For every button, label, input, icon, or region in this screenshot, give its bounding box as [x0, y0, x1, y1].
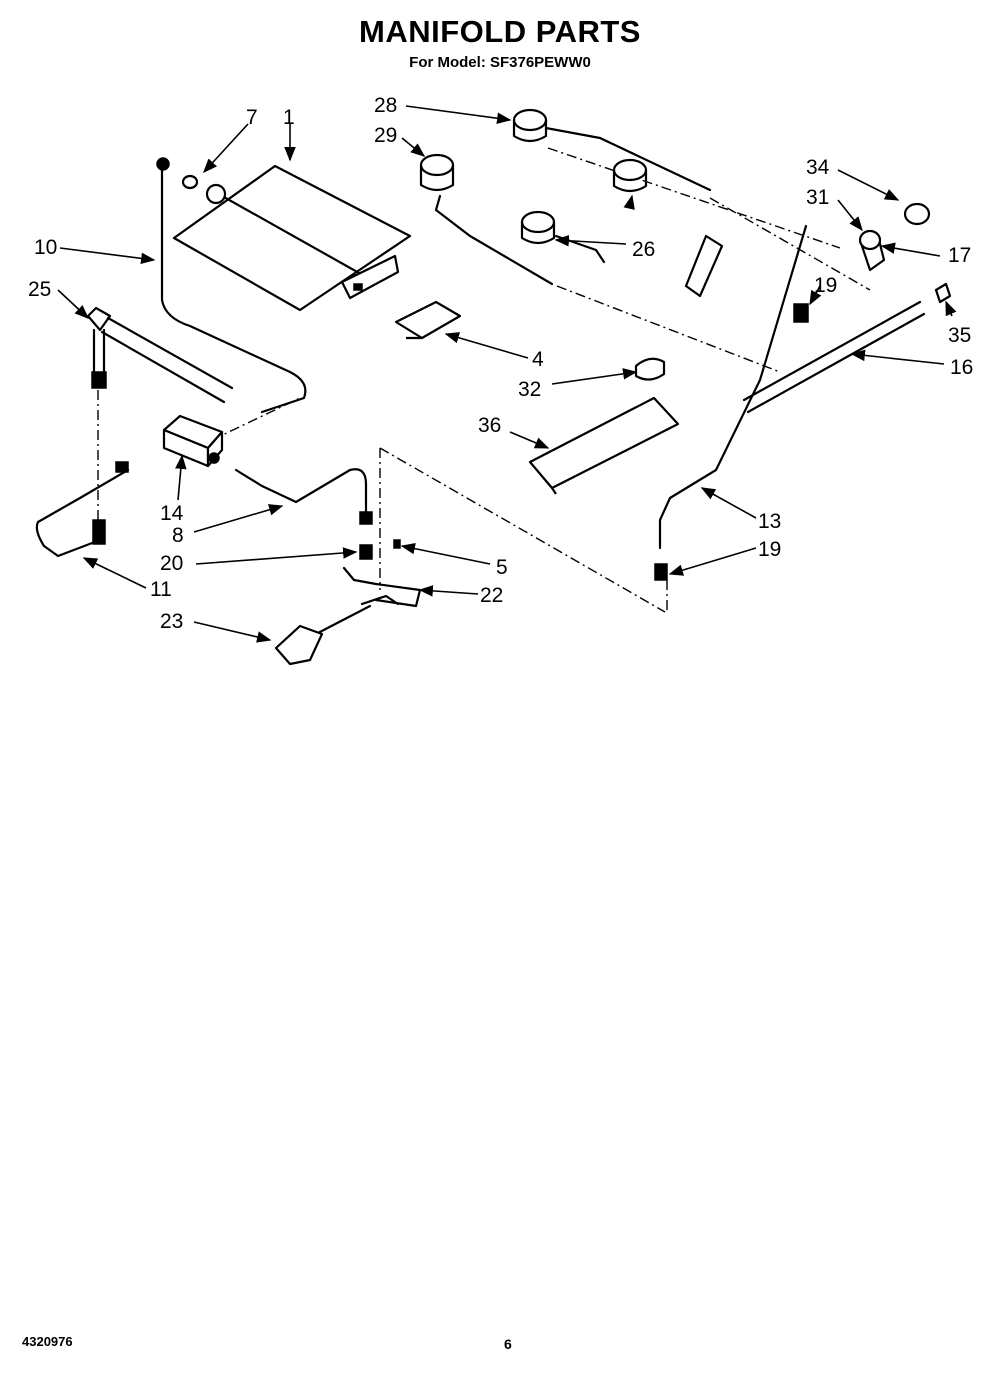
tube-part-8 — [234, 468, 368, 514]
callout-16: 16 — [950, 356, 973, 379]
bracket-part-36 — [528, 396, 680, 495]
nut-part-7 — [181, 174, 227, 205]
callout-10: 10 — [34, 236, 57, 259]
callout-23: 23 — [160, 610, 183, 633]
burner-part-26 — [520, 158, 648, 264]
fittings-17-31-34-35-19 — [793, 202, 952, 323]
page-number: 6 — [504, 1336, 512, 1352]
tube-10-fitting — [156, 157, 170, 171]
tube-13-fitting — [654, 563, 668, 581]
burner-part-29 — [419, 153, 554, 286]
callout-19-upper: 19 — [814, 274, 837, 297]
callout-17: 17 — [948, 244, 971, 267]
callout-28: 28 — [374, 94, 397, 117]
callout-31: 31 — [806, 186, 829, 209]
tube-11-fitting — [92, 519, 106, 545]
document-number: 4320976 — [22, 1334, 73, 1349]
frame-right — [684, 234, 724, 298]
callout-1: 1 — [283, 106, 295, 129]
callout-20: 20 — [160, 552, 183, 575]
callout-7: 7 — [246, 106, 258, 129]
alignment-lines — [97, 147, 871, 613]
burner-part-28 — [512, 108, 712, 192]
sheet-part-1 — [172, 164, 412, 312]
callout-14: 14 — [160, 502, 184, 525]
callout-19-lower: 19 — [758, 538, 781, 561]
callout-5: 5 — [496, 556, 508, 579]
callout-35: 35 — [948, 324, 971, 347]
elbow-part-25 — [86, 306, 234, 404]
tube-part-10 — [160, 166, 307, 414]
tube-part-11 — [35, 468, 130, 558]
bracket-part-4 — [394, 300, 462, 340]
callout-22: 22 — [480, 584, 503, 607]
page-title: MANIFOLD PARTS — [359, 14, 641, 49]
model-subtitle: For Model: SF376PEWW0 — [409, 54, 591, 71]
gas-tube-part-13 — [658, 224, 808, 550]
callout-13: 13 — [758, 510, 781, 533]
callout-8: 8 — [172, 524, 184, 547]
tube-8-fitting — [359, 511, 373, 525]
valve-assembly-20-22-23 — [274, 539, 422, 666]
callout-32: 32 — [518, 378, 541, 401]
callout-26: 26 — [632, 238, 655, 261]
callout-11: 11 — [150, 578, 172, 601]
callout-29: 29 — [374, 124, 397, 147]
knob-part-32 — [634, 357, 666, 381]
callout-labels: 7 1 28 29 34 31 17 10 25 26 19 35 4 32 1… — [28, 94, 973, 633]
tube-11-nut — [115, 461, 129, 473]
valve-block-part-14 — [162, 414, 224, 468]
manifold-pipe-part-16 — [742, 300, 926, 414]
callout-34: 34 — [806, 156, 830, 179]
callout-25: 25 — [28, 278, 51, 301]
callout-36: 36 — [478, 414, 501, 437]
callout-4: 4 — [532, 348, 544, 371]
callout-leaders — [57, 105, 957, 643]
